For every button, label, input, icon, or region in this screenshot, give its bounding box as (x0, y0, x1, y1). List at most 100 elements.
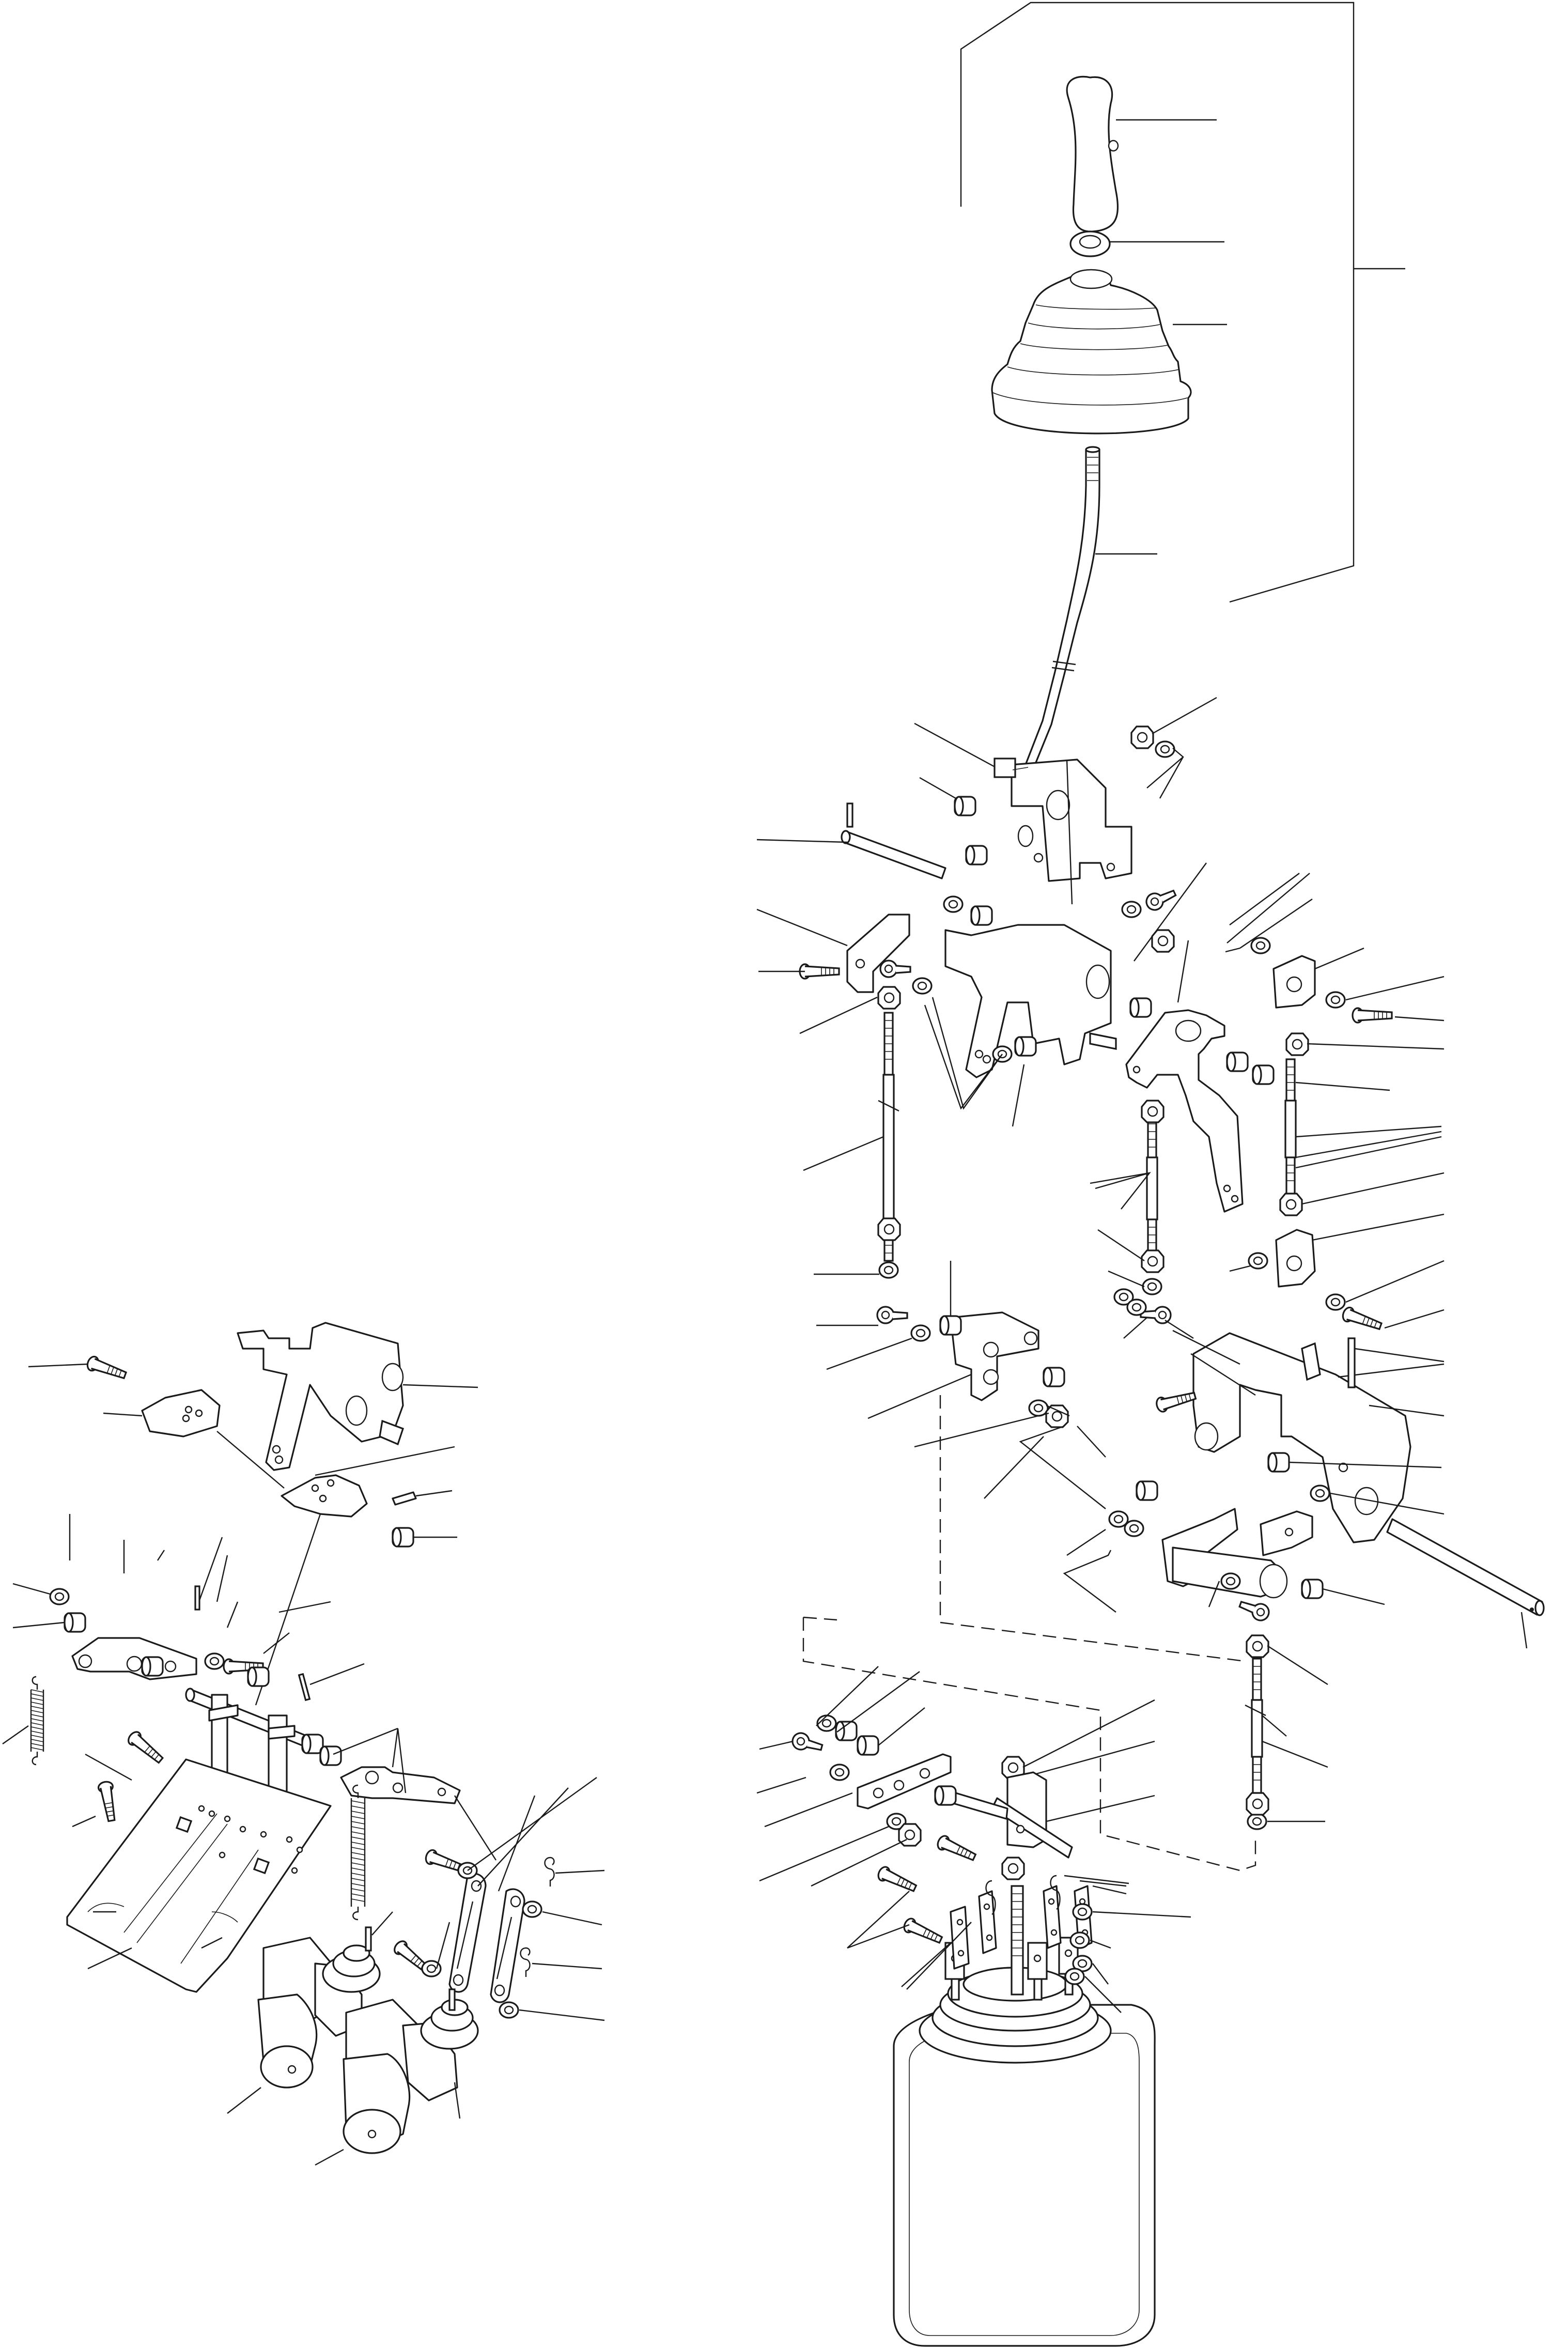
base-plate (66, 1758, 332, 1993)
right-clevis-lower (1229, 1213, 1445, 1288)
washer-2 (912, 977, 933, 995)
lower-mid-rod-end (789, 1730, 825, 1756)
main-pivot-block (944, 924, 1117, 1078)
spring-left (2, 1676, 44, 1766)
central-stud (1011, 1885, 1024, 1996)
bracket-bolt (799, 963, 840, 980)
left-threaded-rod (803, 1012, 899, 1262)
washer-6 (1121, 901, 1142, 918)
link-2 (490, 1888, 525, 2003)
left-lever-1 (71, 1637, 197, 1680)
upper-pivot-block (914, 722, 1132, 905)
clip-washer-4 (1064, 1968, 1085, 1985)
frame-pin (1347, 1337, 1445, 1388)
middle-rod-nut (1141, 1100, 1165, 1123)
housing-nut-2 (1001, 1857, 1025, 1880)
washer-4 (910, 1324, 931, 1342)
solenoid-right (315, 1988, 479, 2166)
left-washer-1 (49, 1588, 70, 1605)
main-frame (1172, 1329, 1445, 1543)
lower-mid-plate (857, 1753, 952, 1810)
left-rod-washer-lower (878, 1261, 899, 1279)
washer-12 (1248, 1252, 1268, 1270)
left-pivot-block (237, 1322, 478, 1471)
rod-end-2 (876, 1306, 908, 1324)
right-clevis-upper (1272, 947, 1364, 1009)
spring-right (350, 1784, 366, 1921)
bushing-8 (1252, 1064, 1275, 1085)
left-nut-1 (392, 1527, 414, 1548)
pivot-pin (756, 802, 946, 879)
left-bolt-1 (85, 1354, 129, 1383)
bushing-7 (1226, 1052, 1249, 1072)
rod-end-1 (879, 960, 911, 978)
left-shaft (185, 1688, 321, 1753)
right-rod-nut-lower (1279, 1193, 1303, 1216)
lower-mid-washer-1 (816, 1714, 837, 1732)
washer-13 (1325, 1293, 1346, 1311)
lever-nut (1069, 230, 1224, 257)
left-roll-pin (194, 1585, 200, 1611)
left-roll-pin-2 (298, 1663, 365, 1702)
washer-1 (943, 895, 964, 913)
left-link-washer-3 (522, 1900, 542, 1918)
middle-rod-washer-lower (1142, 1278, 1162, 1295)
bushing-15 (1301, 1579, 1324, 1599)
shaft-collar (1161, 1508, 1313, 1599)
clip-bolt-1 (875, 1864, 919, 1896)
middle-rod-nut-lower (1141, 1249, 1165, 1273)
lower-right-rod-nut (1246, 1634, 1269, 1658)
washer-8 (1250, 937, 1271, 954)
bushing-4 (1014, 1036, 1037, 1057)
left-bushing-1 (64, 1612, 86, 1633)
lower-mid-washer-2 (829, 1764, 850, 1781)
nut-5 (1045, 1404, 1069, 1428)
link-1 (448, 1873, 487, 1993)
right-clevis-bolt (1352, 1007, 1393, 1024)
bushing-3 (1129, 997, 1152, 1018)
clip-bolt-3 (935, 1833, 979, 1865)
t-pivot-bushing (934, 1785, 957, 1806)
bushing-2 (970, 905, 993, 926)
t-pivot (952, 1771, 1155, 1859)
selector-mechanism-group (756, 697, 1545, 1830)
frame-washer (1310, 1485, 1330, 1502)
small-bushing (954, 796, 976, 816)
lower-right-rod-nut-2 (1246, 1792, 1269, 1816)
washer-5 (1028, 1399, 1049, 1417)
washer-15 (1124, 1520, 1144, 1537)
washer-10 (1126, 1298, 1147, 1316)
washer-7 (1155, 740, 1175, 758)
left-link-washer-4 (499, 2001, 519, 2019)
transmission-housing (893, 1967, 1156, 2347)
bushing-5 (939, 1315, 962, 1336)
assembly-dashed-outline (802, 1395, 1256, 1872)
selector-shaft (1386, 1518, 1545, 1649)
lever-assembly-group (960, 2, 1405, 770)
bushing-6 (1043, 1367, 1065, 1387)
cam-plate-1 (103, 1389, 285, 1489)
left-pin-1 (392, 1490, 453, 1506)
washer-16 (1220, 1572, 1241, 1590)
small-pin (1225, 899, 1313, 953)
bracket (756, 908, 910, 993)
nut-14 (1136, 1480, 1158, 1501)
left-bushing-3 (247, 1666, 270, 1687)
lower-right-rod-washer (1247, 1813, 1267, 1830)
nut-7 (1130, 725, 1154, 749)
frame-bushing (1267, 1452, 1290, 1473)
left-rod-nut (877, 986, 901, 1010)
nut-11 (1285, 1032, 1309, 1056)
left-lever-2 (333, 1727, 497, 1861)
lower-right-threaded-rod (1245, 1658, 1328, 1794)
left-small-bolt (125, 1728, 166, 1767)
middle-threaded-rod (1090, 1115, 1158, 1262)
assembly-dashed-outline-2 (803, 1616, 837, 1621)
clip-washer-1 (1072, 1903, 1093, 1921)
hairpin-2 (520, 1947, 531, 1978)
left-bolt-3 (97, 1780, 120, 1823)
clip-washer-2 (1069, 1931, 1090, 1949)
left-rod-nut-lower (877, 1217, 901, 1241)
left-bushing-2 (141, 1656, 164, 1677)
